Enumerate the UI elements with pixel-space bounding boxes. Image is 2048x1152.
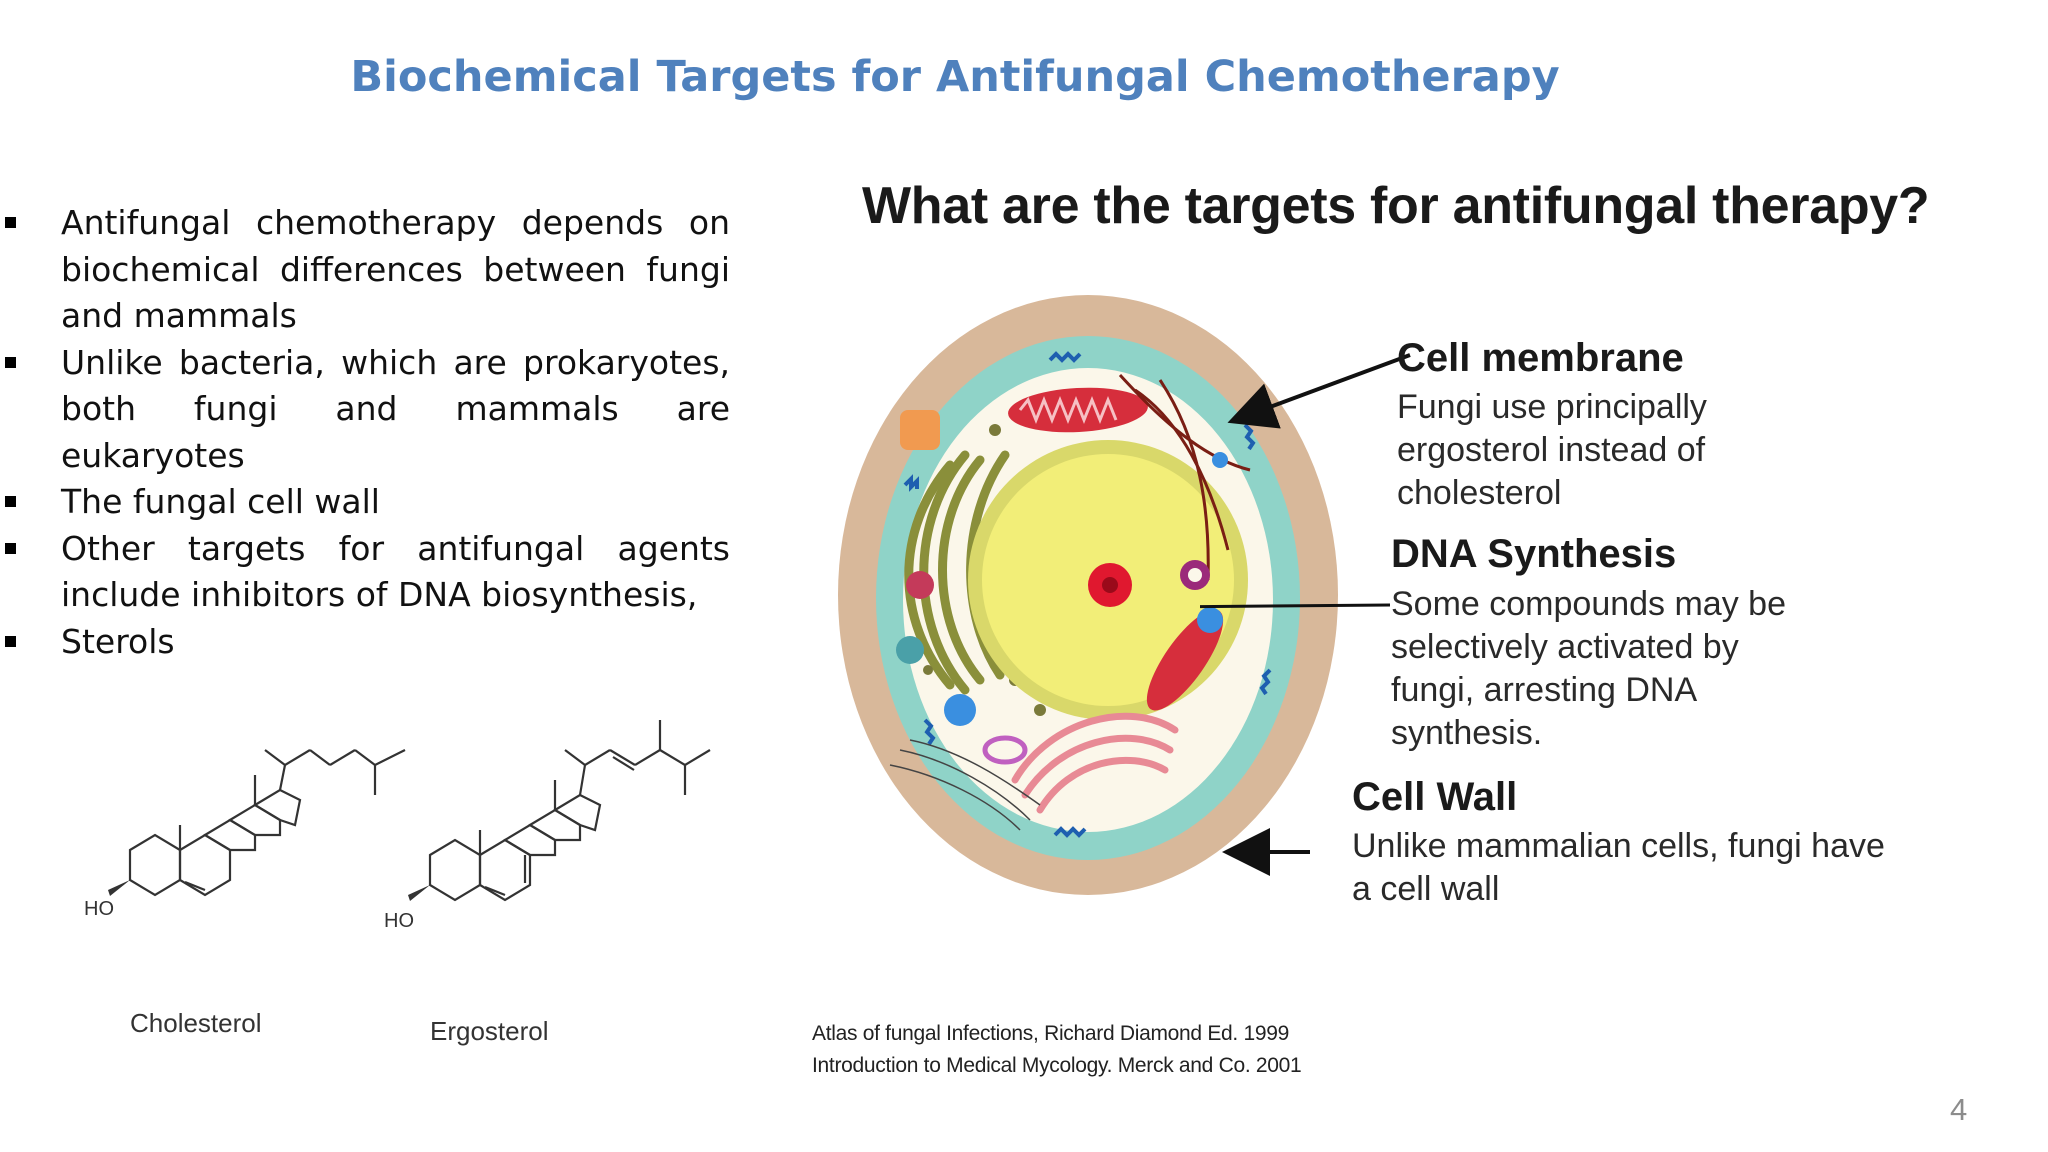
cholesterol-structure: HO <box>84 749 406 920</box>
cell-membrane-arrow <box>1227 353 1411 429</box>
bullet-item: Antifungal chemotherapy depends on bioch… <box>0 200 730 340</box>
bullet-text: Other targets for antifungal agents incl… <box>61 528 730 615</box>
citation-1: Atlas of fungal Infections, Richard Diam… <box>812 1022 1290 1045</box>
bullet-text: The fungal cell wall <box>61 482 380 521</box>
cell-wall-description: Unlike mammalian cells, fungi have a cel… <box>1352 827 1885 908</box>
bullet-text: Antifungal chemotherapy depends on bioch… <box>61 203 730 335</box>
cell-membrane-description: Fungi use principally ergosterol instead… <box>1397 388 1707 512</box>
bullet-marker <box>5 356 16 368</box>
page-number: 4 <box>1950 1092 1968 1127</box>
ergosterol-structure: HO <box>384 720 711 932</box>
bullet-item: The fungal cell wall <box>0 479 730 526</box>
slide-title: Biochemical Targets for Antifungal Chemo… <box>350 52 1560 102</box>
citation-2: Introduction to Medical Mycology. Merck … <box>812 1054 1302 1077</box>
cell-illustration <box>838 295 1338 895</box>
bullet-marker <box>5 635 16 647</box>
bullet-text: Sterols <box>61 621 175 661</box>
ergosterol-ho-label: HO <box>384 910 414 932</box>
dna-synthesis-description: Some compounds may be selectively activa… <box>1391 585 1786 752</box>
cell-wall-heading: Cell Wall <box>1352 775 1518 819</box>
label-arrows <box>1200 353 1411 876</box>
dna-synthesis-arrow <box>1200 603 1391 609</box>
mitochondrion <box>1146 609 1224 711</box>
diagram-title: What are the targets for antifungal ther… <box>862 177 1930 235</box>
dna-synthesis-heading: DNA Synthesis <box>1391 532 1677 576</box>
cholesterol-caption: Cholesterol <box>130 1008 262 1038</box>
bullet-item: Other targets for antifungal agents incl… <box>0 526 730 619</box>
bullet-item: Unlike bacteria, which are prokaryotes, … <box>0 340 730 480</box>
bullet-text: Unlike bacteria, which are prokaryotes, … <box>61 342 730 475</box>
bullet-marker <box>5 217 16 228</box>
bullet-item: Sterols <box>0 619 730 666</box>
bullet-marker <box>5 542 16 554</box>
cell-membrane-heading: Cell membrane <box>1397 336 1684 380</box>
bullet-list: Antifungal chemotherapy depends on bioch… <box>0 200 730 665</box>
ergosterol-caption: Ergosterol <box>430 1016 549 1046</box>
bullet-marker <box>5 496 16 507</box>
cholesterol-ho-label: HO <box>84 898 114 920</box>
